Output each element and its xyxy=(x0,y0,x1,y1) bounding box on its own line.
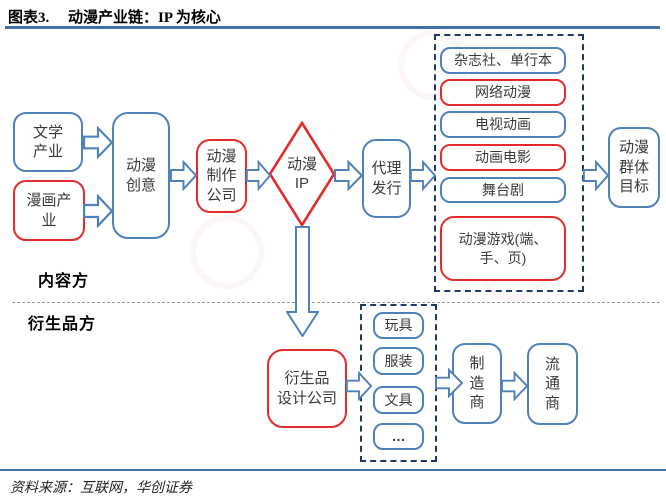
diamond-shape xyxy=(268,121,336,227)
label-content-side: 内容方 xyxy=(38,273,90,290)
media-item-stage-play: 舞台剧 xyxy=(440,177,566,203)
derivative-item-stationery: 文具 xyxy=(373,386,424,414)
anime-ip-label: 动漫 IP xyxy=(286,155,317,193)
arrow-ip-to-derivative-design xyxy=(286,226,319,337)
node-anime-audience-target: 动漫 群体 目标 xyxy=(608,127,660,208)
arrow-creative-to-production xyxy=(170,160,197,191)
derivative-item-toys: 玩具 xyxy=(373,312,424,339)
node-distributor: 流 通 商 xyxy=(527,343,578,425)
node-anime-creative: 动漫 创意 xyxy=(112,112,170,239)
footer-rule xyxy=(0,469,666,471)
title-rule xyxy=(5,26,660,29)
source-note: 资料来源：互联网，华创证券 xyxy=(10,481,192,496)
arrow-derivatives-to-manufacturer xyxy=(435,368,463,398)
arrow-media-to-audience xyxy=(583,160,609,191)
arrow-production-to-ip xyxy=(246,160,271,191)
node-production-company: 动漫 制作 公司 xyxy=(196,139,247,213)
node-literature-industry: 文学 产业 xyxy=(13,112,83,172)
arrow-ip-to-distribution xyxy=(334,160,363,191)
media-item-tv-animation: 电视动画 xyxy=(440,111,566,138)
media-item-animated-film: 动画电影 xyxy=(440,144,566,171)
arrow-literature-to-creative xyxy=(83,126,113,159)
media-outputs-container xyxy=(434,34,584,292)
node-comics-industry: 漫画产 业 xyxy=(13,180,85,241)
arrow-distribution-to-media xyxy=(410,160,436,191)
node-derivative-design-company: 衍生品 设计公司 xyxy=(267,349,347,428)
section-divider xyxy=(12,302,660,303)
node-agency-distribution: 代理 发行 xyxy=(362,139,411,218)
figure-number: 图表3. xyxy=(8,10,50,26)
arrow-manufacturer-to-distributor xyxy=(501,371,528,401)
label-derivatives-side: 衍生品方 xyxy=(28,316,97,333)
arrow-comics-to-creative xyxy=(83,194,113,228)
derivative-item-clothing: 服装 xyxy=(373,347,424,375)
node-anime-ip: 动漫 IP xyxy=(268,121,336,227)
derivative-item-ellipsis: … xyxy=(373,423,424,450)
media-item-anime-games: 动漫游戏(端、 手、页) xyxy=(440,216,566,281)
figure-title: 动漫产业链：IP 为核心 xyxy=(68,10,221,26)
arrow-design-to-derivatives xyxy=(346,371,372,401)
watermark-stamp xyxy=(190,215,264,289)
media-item-magazine: 杂志社、单行本 xyxy=(440,47,566,74)
media-item-web-anime: 网络动漫 xyxy=(440,79,566,106)
